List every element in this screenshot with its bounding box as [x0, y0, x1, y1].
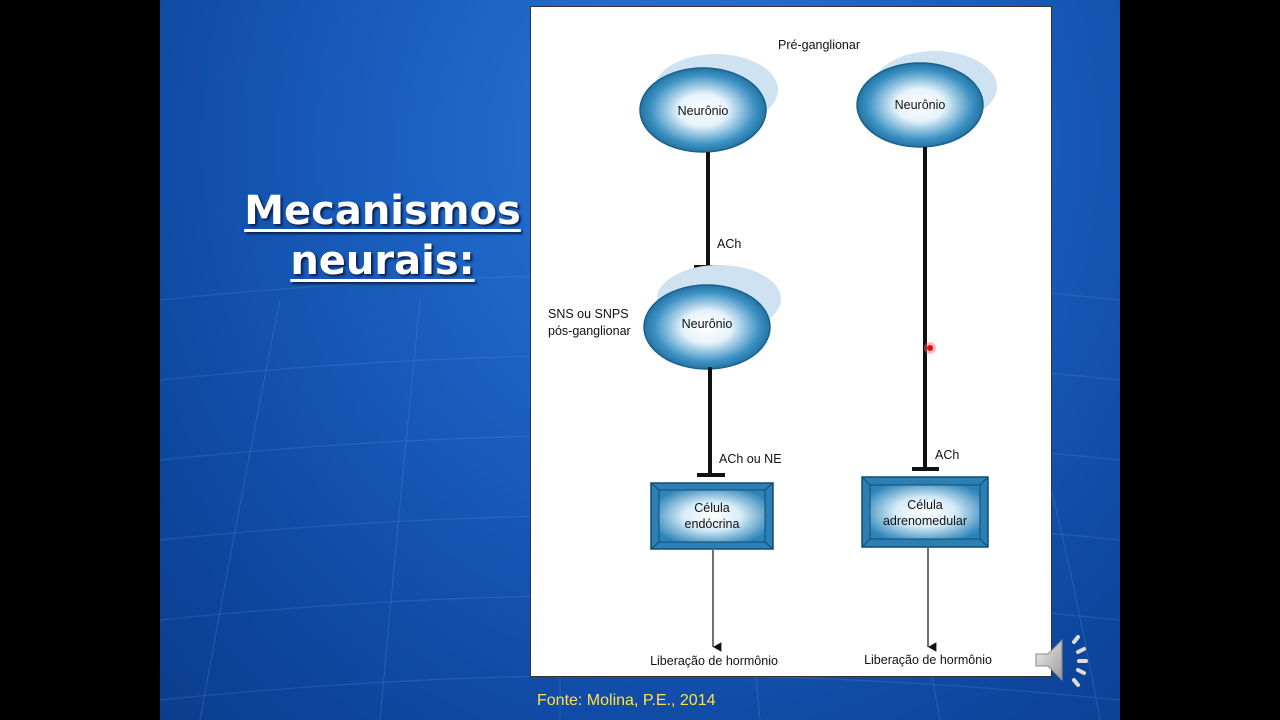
- adrenomedullary-cell: Célula adrenomedular: [861, 476, 989, 548]
- left-neuron-label: Neurônio: [678, 104, 729, 118]
- endocrine-cell-line-1: Célula: [694, 501, 729, 515]
- postganglionic-label-line-1: SNS ou SNPS: [548, 307, 629, 321]
- slide-title-line-1: Mecanismos: [244, 188, 521, 234]
- slide-title: Mecanismos neurais:: [200, 186, 565, 286]
- left-preganglionic-neuron: Neurônio: [639, 54, 778, 153]
- endocrine-cell-line-2: endócrina: [685, 517, 740, 531]
- left-postganglionic-neuron-label: Neurônio: [682, 317, 733, 331]
- left-synapse-2-label: ACh ou NE: [719, 452, 782, 466]
- slide-title-line-2: neurais:: [290, 238, 475, 284]
- postganglionic-label-line-2: pós-ganglionar: [548, 324, 631, 338]
- right-neuron-label: Neurônio: [895, 98, 946, 112]
- adrenomedullary-cell-line-1: Célula: [907, 498, 942, 512]
- right-preganglionic-neuron: Neurônio: [856, 51, 997, 148]
- preganglionic-label: Pré-ganglionar: [778, 38, 860, 52]
- speaker-icon[interactable]: [1030, 630, 1100, 690]
- right-hormone-output: Liberação de hormônio: [864, 653, 992, 667]
- left-postganglionic-neuron: Neurônio: [643, 265, 781, 370]
- left-synapse-1-label: ACh: [717, 237, 741, 251]
- right-synapse-label: ACh: [935, 448, 959, 462]
- diagram-figure: Pré-ganglionar Neurônio ACh Neurônio SNS…: [530, 6, 1052, 677]
- adrenomedullary-cell-line-2: adrenomedular: [883, 514, 967, 528]
- left-hormone-output: Liberação de hormônio: [650, 654, 778, 668]
- pointer-dot: [924, 342, 936, 354]
- source-caption: Fonte: Molina, P.E., 2014: [537, 692, 716, 709]
- endocrine-cell: Célula endócrina: [650, 482, 774, 550]
